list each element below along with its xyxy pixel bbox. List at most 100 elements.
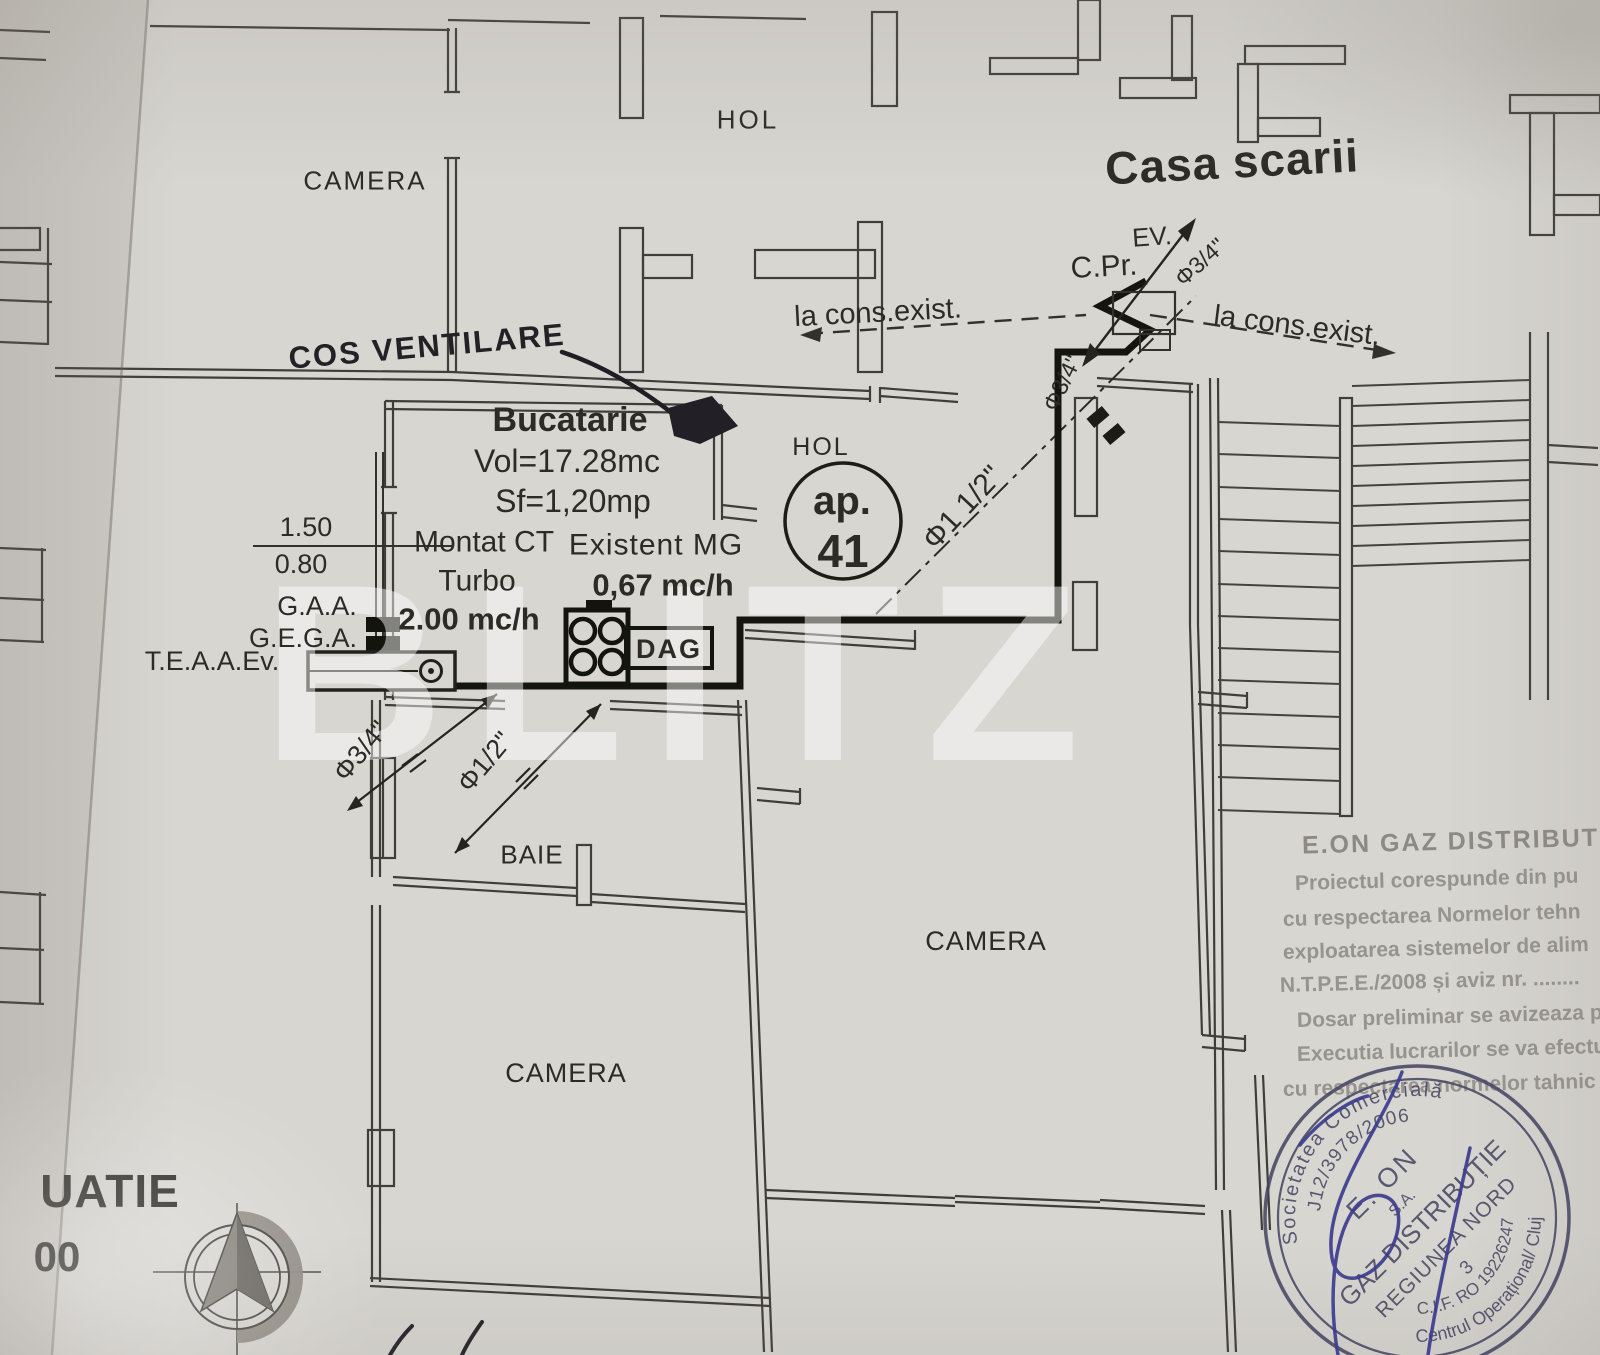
dimension-upper: 1.50	[279, 511, 333, 542]
gega-valve-symbol	[366, 636, 400, 651]
note-line-4: exploatarea sistemelor de alim	[1282, 932, 1589, 964]
door-jamb	[575, 843, 593, 907]
wall	[988, 56, 1080, 76]
wall	[856, 220, 884, 374]
dimension-lower: 0.80	[274, 548, 328, 579]
wall	[369, 1276, 771, 1308]
label-existent-mg: Existent MG	[568, 528, 744, 562]
apartment-badge-ap: ap.	[813, 479, 871, 523]
kitchen-wall	[712, 405, 758, 523]
la-cons-exist-lines	[800, 313, 1396, 359]
label-montat-ct: Montat CT	[413, 525, 555, 559]
gas-meter-symbol	[306, 650, 457, 692]
partial-text-scale: 00	[33, 1232, 81, 1280]
kitchen-surface: Sf=1,20mp	[495, 483, 651, 520]
label-phi34-bottom: Φ3/4"	[327, 714, 395, 787]
wall	[1528, 111, 1556, 237]
wall	[1188, 624, 1212, 1036]
paper-crease-line	[50, 0, 150, 1355]
wall	[618, 226, 645, 374]
shaft	[1071, 580, 1099, 652]
room-label-hol-top: HOL	[716, 104, 780, 135]
edge-fragment	[0, 226, 53, 346]
stair-rail	[1338, 396, 1354, 818]
label-teaaev: T.E.A.A.Ev.	[144, 645, 280, 676]
arrowhead	[1082, 343, 1100, 367]
apartment-circle	[783, 461, 903, 581]
note-line-5: N.T.P.E.E./2008 și aviz nr. ........	[1279, 966, 1580, 997]
edge-fragment	[0, 546, 47, 644]
wall	[641, 253, 694, 280]
room-label-camera-left: CAMERA	[505, 1057, 627, 1088]
wall	[744, 628, 917, 651]
building-wall	[868, 386, 959, 404]
note-line-2: Proiectul corespunde din pu	[1294, 864, 1579, 895]
label-gega: G.E.G.A.	[248, 622, 358, 653]
valve-tick	[1102, 422, 1126, 446]
note-line-8: cu respectarea normelor tahnic	[1282, 1069, 1596, 1101]
stair-wall	[1208, 377, 1226, 1191]
edge-fragment	[0, 890, 47, 1006]
stair-wall	[1528, 332, 1599, 700]
note-line-6: Dosar preliminar se avizeaza p	[1296, 1000, 1600, 1032]
kitchen-wall	[384, 695, 743, 717]
label-la-cons-right: la cons.exist.	[1211, 299, 1383, 352]
arrowhead	[1178, 218, 1196, 242]
wall-with-window	[444, 28, 460, 372]
kitchen-name: Bucatarie	[492, 401, 648, 440]
shaft	[1073, 396, 1099, 518]
room-label-hol-ap: HOL	[792, 432, 850, 461]
label-turbo: Turbo	[438, 564, 516, 598]
dag-box	[624, 626, 714, 670]
wall	[1243, 44, 1347, 66]
wall	[1076, 0, 1102, 62]
arrowhead-right	[1372, 344, 1396, 359]
label-cpr: C.Pr.	[1069, 248, 1139, 285]
gaa-valve-symbol	[366, 617, 400, 632]
cpr-meter	[1082, 218, 1196, 367]
room-label-camera-right: CAMERA	[925, 925, 1047, 956]
kitchen-wall-window	[381, 401, 397, 700]
handwritten-arrow	[559, 349, 738, 444]
window	[366, 1128, 396, 1188]
arrowhead-left	[800, 327, 822, 342]
label-phi12: Φ1/2"	[451, 725, 519, 798]
label-phi112: Φ1 1/2"	[916, 459, 1010, 557]
handwriting-cos-ventilare: COS VENTILARE	[287, 316, 567, 376]
wall	[447, 14, 807, 25]
note-line-3: cu respectarea Normelor tehn	[1282, 900, 1581, 931]
handwriting-strokes	[388, 1320, 484, 1355]
label-dag: DAG	[636, 633, 702, 664]
wall	[618, 16, 645, 120]
wall	[370, 905, 382, 1282]
pipe-leader-arrows	[347, 693, 602, 854]
wall	[736, 699, 774, 1353]
label-phi34-top: Φ3/4"	[1169, 232, 1231, 292]
valve-tick	[1086, 405, 1110, 429]
wall-with-window	[765, 1188, 1206, 1216]
building-wall	[54, 366, 871, 401]
room-label-baie: BAIE	[500, 839, 564, 870]
note-line-1: E.ON GAZ DISTRIBUTIE.	[1301, 822, 1600, 860]
gas-pipe	[455, 277, 1157, 690]
north-arrow	[153, 1203, 321, 1355]
label-ev: EV.	[1131, 220, 1173, 253]
kitchen-volume: Vol=17.28mc	[474, 443, 660, 480]
stair-wall	[1096, 376, 1200, 625]
room-label-camera-top: CAMERA	[303, 165, 427, 196]
label-flow-mg: 0,67 mc/h	[592, 567, 734, 603]
edge-fragment	[0, 28, 51, 62]
wall	[753, 248, 877, 280]
apartment-badge-41: 41	[817, 524, 869, 577]
title-casa-scarii: Casa scarii	[1103, 129, 1361, 195]
ev-arrow	[1085, 222, 1193, 363]
wall	[149, 24, 451, 32]
label-la-cons-left: la cons.exist.	[793, 292, 963, 334]
wall	[392, 875, 746, 914]
partial-text-situatie: UATIE	[40, 1164, 180, 1217]
label-flow-ct: 2.00 mc/h	[398, 601, 540, 637]
